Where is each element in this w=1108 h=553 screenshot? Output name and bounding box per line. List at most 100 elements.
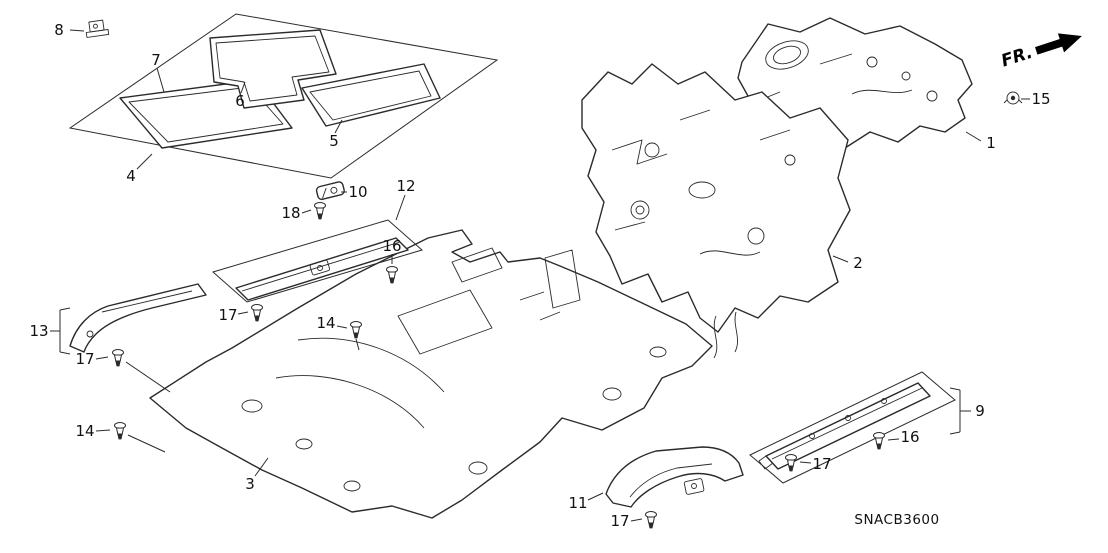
garnish-edge-line — [771, 387, 923, 460]
clip-seat-body — [683, 478, 705, 495]
clip-pin-icon-17-mid — [251, 304, 263, 322]
fr-label: FR. — [999, 43, 1035, 72]
surface-line — [539, 311, 561, 321]
console-cutout — [544, 249, 581, 309]
leader-17-left — [95, 356, 109, 360]
surface-line — [614, 221, 646, 231]
callout-4: 4 — [126, 167, 136, 185]
callout-3: 3 — [245, 475, 255, 493]
fr-arrow-icon — [1035, 33, 1082, 55]
clip-seat-hole — [317, 265, 323, 271]
callout-14-left: 14 — [75, 422, 94, 440]
carpet-outline — [149, 229, 713, 519]
surface-line — [699, 250, 761, 256]
hole-detail — [901, 71, 911, 81]
leader-17-bottom — [630, 518, 643, 522]
leader-4 — [136, 153, 153, 170]
callout-13: 13 — [29, 322, 48, 340]
callout-9: 9 — [975, 402, 985, 420]
cap-hole — [330, 186, 338, 194]
mat-outer-edge — [301, 63, 441, 127]
leader-17-left-part — [125, 361, 171, 393]
leader-14-mid-part — [355, 338, 360, 351]
callout-2: 2 — [853, 254, 863, 272]
floor-carpet-3 — [149, 229, 713, 519]
insulator-hole-inner — [773, 45, 801, 65]
callout-17-mid: 17 — [218, 306, 237, 324]
assembly-outline-box — [749, 371, 956, 484]
hanging-strip — [713, 315, 718, 359]
garnish-edge-line — [101, 290, 193, 313]
callout-11: 11 — [568, 494, 587, 512]
callout-16-mid: 16 — [382, 237, 401, 255]
garnish-outline — [69, 283, 207, 353]
assembly-outline-box — [211, 219, 424, 303]
callout-17-right: 17 — [812, 455, 831, 473]
right-sill-garnish-assembly-9 — [749, 371, 956, 484]
mat-inner-edge — [128, 86, 284, 143]
grommet — [468, 461, 488, 475]
console-garnish-assembly-12 — [211, 181, 424, 303]
callout-16-right: 16 — [900, 428, 919, 446]
callout-15: 15 — [1031, 90, 1050, 108]
insulator-outline — [581, 63, 851, 333]
leader-6 — [240, 81, 246, 94]
strip-clip-seat — [309, 259, 331, 276]
garnish-strip — [765, 382, 931, 470]
grommet-tab — [1003, 99, 1023, 104]
garnish-edge-line — [629, 463, 713, 498]
left-sill-garnish-13 — [69, 283, 207, 353]
hole-detail — [688, 181, 716, 199]
fasteners — [85, 19, 1023, 529]
hole-detail — [635, 205, 645, 215]
floor-mat-set — [68, 13, 499, 179]
surface-line — [611, 139, 668, 165]
tunnel-line — [275, 375, 425, 429]
leader-3 — [254, 457, 269, 477]
callout-17-bottom: 17 — [610, 512, 629, 530]
leader-14-left-part — [127, 434, 166, 453]
grommet — [295, 438, 313, 450]
leader-16-right — [887, 438, 900, 441]
grommet — [343, 480, 361, 492]
leader-18 — [301, 209, 312, 214]
cap-line — [322, 187, 327, 199]
hole-detail — [644, 142, 660, 158]
grommet — [649, 346, 667, 358]
leader-9-d — [949, 431, 961, 435]
bracket-base — [85, 29, 110, 38]
grommet-15-icon — [1003, 91, 1023, 105]
clip-pin-icon-14-left — [114, 422, 126, 440]
leader-9-c — [949, 387, 961, 391]
cap-garnish-10 — [315, 181, 345, 201]
grommet-center — [1010, 95, 1016, 101]
console-cutout — [451, 247, 503, 283]
mat-outer-edge — [209, 29, 337, 109]
tunnel-line — [297, 337, 445, 393]
leader-11 — [587, 492, 604, 501]
hole-detail — [926, 90, 938, 102]
garnish-edge-line — [241, 241, 401, 292]
callout-17-left: 17 — [75, 350, 94, 368]
mat-set-outline-box — [68, 13, 499, 179]
leader-12 — [395, 194, 406, 221]
leader-17-right — [799, 461, 812, 464]
hole-detail — [866, 56, 878, 68]
leader-8 — [69, 29, 85, 32]
leader-lines — [50, 29, 1030, 522]
mat-inner-edge — [215, 35, 330, 102]
callout-8: 8 — [54, 21, 64, 39]
clip-seat-hole — [691, 483, 697, 489]
grommet — [241, 399, 263, 413]
surface-line — [759, 129, 791, 141]
diagram-code: SNACB3600 — [854, 512, 939, 528]
dash-insulator-inner-2 — [581, 63, 851, 359]
strip-hole — [845, 415, 851, 421]
rear-floor-mat-6 — [209, 29, 337, 109]
bracket-hole — [93, 23, 98, 29]
footwell-recess — [397, 289, 493, 355]
callout-10: 10 — [348, 183, 367, 201]
leader-1 — [965, 131, 982, 142]
